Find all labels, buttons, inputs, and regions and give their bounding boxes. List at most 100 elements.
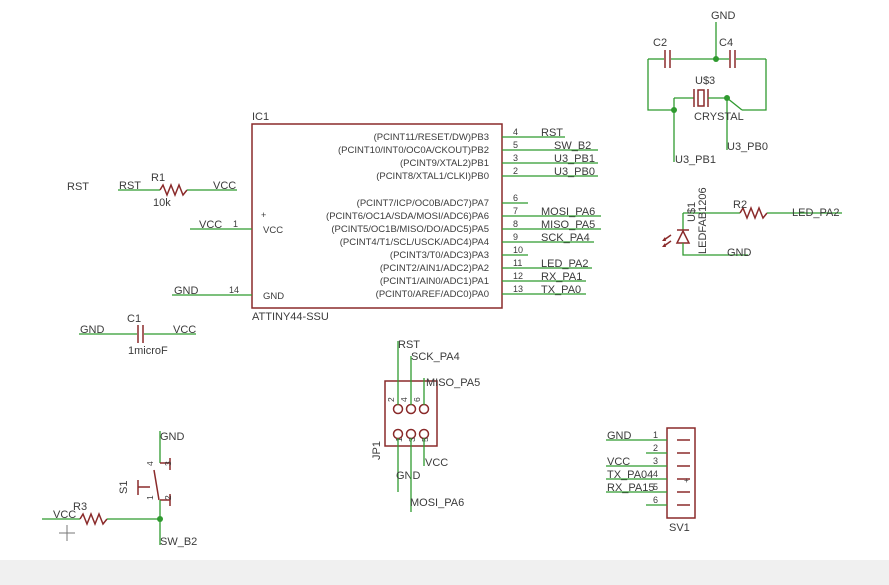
ic1-pin-12-label: (PCINT1/AIN0/ADC1)PA1 — [380, 276, 489, 287]
r1-value: 10k — [153, 197, 171, 209]
ic1[interactable]: IC1 ATTINY44-SSU + VCC GND 1 VCC 14 GND … — [172, 111, 601, 323]
jp1-pin-num: 2 — [386, 397, 396, 402]
ic1-plus-mark: + — [261, 210, 266, 220]
s1-gnd-net: GND — [160, 431, 185, 443]
sv1-net: TX_PA04 — [607, 469, 653, 481]
crystal-pb0-net: U3_PB0 — [727, 141, 768, 153]
c1-ref: C1 — [127, 313, 141, 325]
s1-switch-circuit[interactable]: GND 4 3 1 2 S1 R3 VCC SW_B2 — [42, 431, 197, 548]
ic1-pin-row[interactable]: (PCINT8/XTAL1/CLKI)PB0 2 U3_PB0 — [376, 166, 598, 182]
led-gnd-net: GND — [727, 247, 752, 259]
led-circuit[interactable]: R2 LED_PA2 GND U$1 LEDFAB1206 — [662, 187, 842, 259]
sv1-ref: SV1 — [669, 522, 690, 534]
ic1-pin-3-label: (PCINT9/XTAL2)PB1 — [400, 158, 489, 169]
rst-net-label: RST — [67, 181, 89, 193]
schematic-canvas[interactable]: IC1 ATTINY44-SSU + VCC GND 1 VCC 14 GND … — [0, 0, 889, 560]
jp1-rst-net: RST — [398, 339, 420, 351]
led-net: LED_PA2 — [792, 207, 840, 219]
s1-blade — [153, 469, 160, 501]
ic1-pin-12-num: 12 — [513, 271, 523, 281]
ic1-pin-10-label: (PCINT3/T0/ADC3)PA3 — [390, 250, 489, 261]
ic1-gnd-pin-label: GND — [263, 291, 284, 302]
sv1-connector[interactable]: + 1 2 3 4 5 6 GND VCC TX_PA04 RX_PA15 SV… — [606, 427, 696, 534]
jp1-pin-num: 3 — [407, 437, 417, 442]
jp1-vcc-net: VCC — [425, 457, 448, 469]
s1-pin-num: 2 — [163, 495, 173, 500]
jp1-pin — [392, 428, 404, 440]
r3-vcc-net: VCC — [53, 509, 76, 521]
c1-capacitor[interactable]: GND VCC C1 1microF — [79, 313, 196, 357]
sv1-net: RX_PA15 — [607, 482, 655, 494]
r1-ref: R1 — [151, 172, 165, 184]
c1-gnd-net: GND — [80, 324, 105, 336]
ic1-pin-row[interactable]: (PCINT5/OC1B/MISO/DO/ADC5)PA5 8 MISO_PA5 — [331, 219, 601, 235]
led-ray-arrow — [662, 237, 666, 241]
ic1-pin-2-label: (PCINT8/XTAL1/CLKI)PB0 — [376, 171, 489, 182]
led-gnd-wire[interactable] — [682, 243, 748, 256]
s1-ref: S1 — [118, 481, 130, 494]
jp1-pin-num: 6 — [412, 397, 422, 402]
ic1-pin-row[interactable]: (PCINT9/XTAL2)PB1 3 U3_PB1 — [400, 153, 598, 169]
ic1-pin-row[interactable]: (PCINT6/OC1A/SDA/MOSI/ADC6)PA6 7 MOSI_PA… — [326, 206, 601, 222]
jp1-header[interactable]: 2 4 6 1 3 5 JP1 RST SCK_PA4 MISO_PA5 GND… — [371, 339, 480, 512]
ic1-pin-row[interactable]: (PCINT4/T1/SCL/USCK/ADC4)PA4 9 SCK_PA4 — [340, 232, 594, 248]
crystal-value: CRYSTAL — [694, 111, 744, 123]
xtal-right-diag[interactable] — [726, 97, 743, 111]
crystal-circuit[interactable]: GND C2 C4 U$3 CRYSTAL U3_PB1 U3_PB0 — [647, 10, 768, 166]
ic1-pin-2-net: U3_PB0 — [554, 166, 595, 178]
r1-rst-net: RST — [119, 180, 141, 192]
ic1-pin-11-num: 11 — [513, 258, 522, 268]
crystal-pb1-net: U3_PB1 — [675, 154, 716, 166]
sv1-plus-mark: + — [684, 476, 689, 485]
s1-pin-num: 4 — [145, 461, 155, 466]
ic1-pin-row[interactable]: (PCINT10/INT0/OC0A/CKOUT)PB2 5 SW_B2 — [338, 140, 598, 156]
jp1-pin — [392, 403, 404, 415]
ic1-vcc-net: VCC — [199, 219, 222, 231]
ic1-pin-row[interactable]: (PCINT3/T0/ADC3)PA3 10 — [390, 245, 528, 261]
ic1-pin-5-label: (PCINT10/INT0/OC0A/CKOUT)PB2 — [338, 145, 489, 156]
led-ray-arrow — [662, 243, 666, 247]
bottom-status-bar — [0, 560, 889, 585]
ic1-pin-9-net: SCK_PA4 — [541, 232, 590, 244]
r1-resistor[interactable]: RST RST VCC R1 10k — [67, 172, 237, 209]
r1-vcc-net: VCC — [213, 180, 236, 192]
sv1-body — [666, 427, 696, 519]
ic1-pin-4-net: RST — [541, 127, 563, 139]
c1-vcc-net: VCC — [173, 324, 196, 336]
ic1-pin-8-num: 8 — [513, 219, 518, 229]
s1-pin-num: 1 — [145, 495, 155, 500]
sv1-net: GND — [607, 430, 632, 442]
jp1-sck-net: SCK_PA4 — [411, 351, 460, 363]
r1-symbol — [159, 182, 188, 198]
c2-ref: C2 — [653, 37, 667, 49]
jp1-pin-num: 5 — [420, 437, 430, 442]
jp1-pin — [418, 428, 430, 440]
ic1-pin-6-label: (PCINT7/ICP/OC0B/ADC7)PA7 — [357, 198, 489, 209]
sv1-pin-num: 1 — [653, 430, 658, 440]
crystal-left-loop-wire[interactable] — [647, 59, 674, 111]
crystal-gnd-net: GND — [711, 10, 736, 22]
c1-value: 1microF — [128, 345, 168, 357]
ic1-pin-row[interactable]: (PCINT11/RESET/DW)PB3 4 RST — [374, 127, 565, 143]
ic1-part: ATTINY44-SSU — [252, 311, 329, 323]
jp1-pin — [405, 403, 417, 415]
ic1-pin-13-label: (PCINT0/AREF/ADC0)PA0 — [376, 289, 489, 300]
ic1-pin-row[interactable]: (PCINT2/AIN1/ADC2)PA2 11 LED_PA2 — [380, 258, 592, 274]
ic1-pin-4-num: 4 — [513, 127, 518, 137]
ic1-pin-9-label: (PCINT4/T1/SCL/USCK/ADC4)PA4 — [340, 237, 489, 248]
sv1-pin-num: 4 — [653, 469, 658, 479]
ic1-pin-13-net: TX_PA0 — [541, 284, 581, 296]
r2-symbol — [739, 205, 768, 221]
ic1-pin-row[interactable]: (PCINT1/AIN0/ADC1)PA1 12 RX_PA1 — [380, 271, 586, 287]
jp1-pin — [418, 403, 430, 415]
ic1-pin-row[interactable]: (PCINT7/ICP/OC0B/ADC7)PA7 6 — [357, 193, 528, 209]
jp1-miso-net: MISO_PA5 — [426, 377, 480, 389]
crystal-ref: U$3 — [695, 75, 715, 87]
crystal-right-loop-wire[interactable] — [742, 59, 767, 111]
ic1-pin-4-label: (PCINT11/RESET/DW)PB3 — [374, 132, 489, 143]
xtal-body — [697, 89, 705, 107]
r3-ref: R3 — [73, 501, 87, 513]
jp1-pin — [405, 428, 417, 440]
ic1-pin-row[interactable]: (PCINT0/AREF/ADC0)PA0 13 TX_PA0 — [376, 284, 586, 300]
s1-pin-num: 3 — [163, 461, 173, 466]
